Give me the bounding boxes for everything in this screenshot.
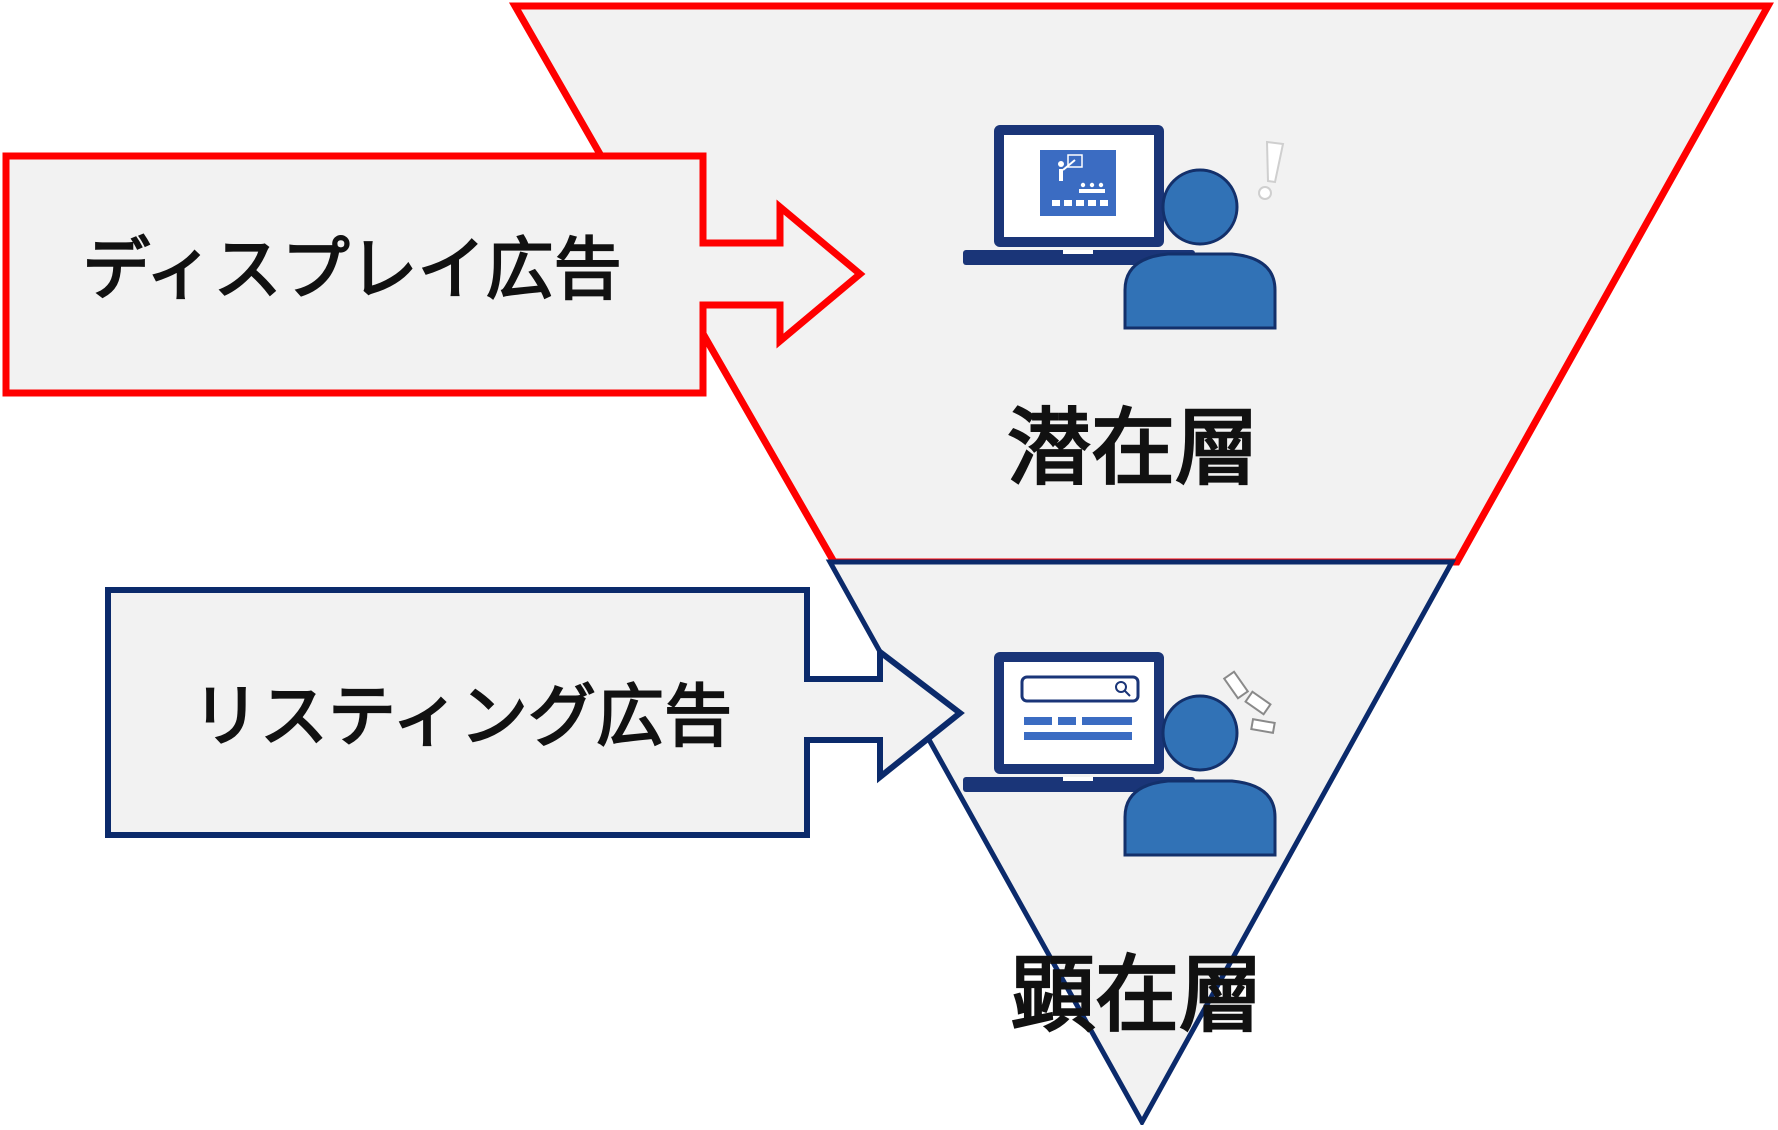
search-laptop-icon [963, 652, 1195, 792]
manifest-layer-label: 顕在層 [1011, 946, 1263, 1044]
listing-ad-label: リスティング広告 [192, 678, 732, 757]
person-icon [1123, 694, 1277, 857]
display-ad-callout [2, 152, 866, 397]
surprise-lines-icon [1222, 670, 1276, 734]
latent-layer-label: 潜在層 [1007, 399, 1259, 497]
exclamation-icon [1258, 140, 1285, 200]
person-icon [1123, 168, 1277, 330]
display-ad-label: ディスプレイ広告 [82, 231, 621, 310]
presentation-laptop-icon [963, 125, 1195, 265]
listing-ad-callout [105, 587, 965, 838]
